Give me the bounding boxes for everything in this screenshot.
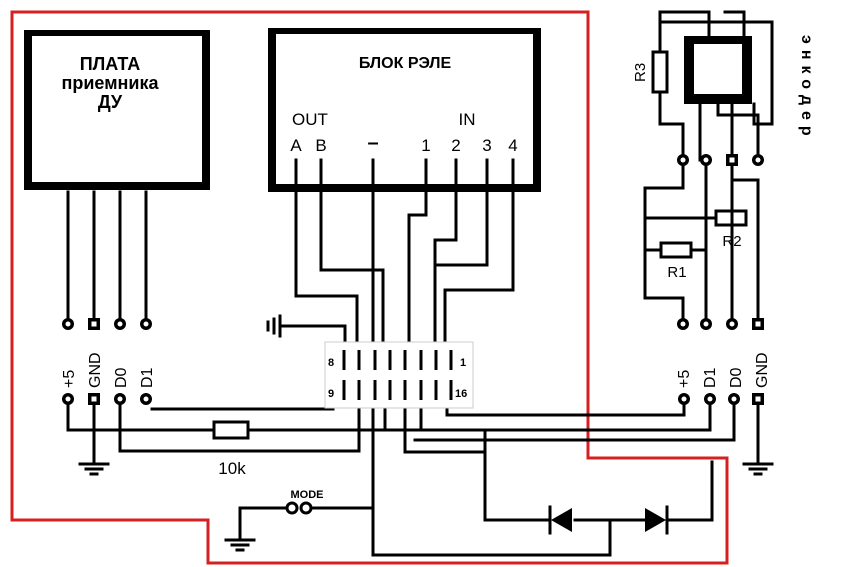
left-pin-d1: D1 bbox=[139, 367, 156, 388]
relay-pin-minus: – bbox=[367, 132, 378, 154]
encoder-label: энкодер bbox=[798, 35, 815, 142]
left-pin-gnd: GND bbox=[87, 352, 104, 388]
left-lower-pads bbox=[62, 393, 152, 405]
relay-block-title: БЛОК РЭЛЕ bbox=[359, 55, 452, 72]
mode-button: MODE bbox=[285, 489, 375, 515]
left-pin-labels: +5 GND D0 D1 bbox=[61, 352, 156, 388]
resistor-r1 bbox=[659, 241, 693, 259]
red-outline bbox=[10, 10, 729, 565]
connector-16pin: 8 1 9 16 bbox=[324, 341, 474, 409]
left-pin-d0: D0 bbox=[113, 367, 130, 388]
ground-top bbox=[266, 314, 347, 348]
ground-left bbox=[78, 462, 110, 476]
relay-pin-4: 4 bbox=[508, 136, 517, 155]
connector-pin-8: 8 bbox=[328, 357, 334, 369]
remote-board-pads bbox=[62, 318, 152, 330]
ground-right bbox=[742, 403, 774, 476]
connector-pin-9: 9 bbox=[328, 388, 334, 400]
remote-board-legs bbox=[66, 190, 148, 320]
right-d0-wire bbox=[413, 403, 736, 442]
relay-pin-2: 2 bbox=[451, 136, 460, 155]
resistor-r3 bbox=[651, 50, 669, 94]
relay-pin-b: B bbox=[315, 136, 326, 155]
remote-board-label-3: ДУ bbox=[98, 92, 123, 112]
remote-board-label-2: приемника bbox=[62, 73, 160, 93]
remote-board-label-1: ПЛАТА bbox=[80, 54, 141, 74]
diode-circuit bbox=[483, 428, 714, 557]
resistor-r3-label: R3 bbox=[632, 63, 649, 82]
right-pin-5v: +5 bbox=[676, 370, 693, 388]
resistor-10k: 10k bbox=[212, 420, 250, 478]
resistor-r1-label: R1 bbox=[667, 264, 686, 281]
right-pin-gnd: GND bbox=[754, 352, 771, 388]
remote-receiver-board: ПЛАТА приемника ДУ bbox=[24, 30, 210, 190]
relay-in-label: IN bbox=[459, 110, 476, 129]
resistor-10k-label: 10k bbox=[218, 459, 246, 478]
connector-pin-1: 1 bbox=[460, 357, 466, 369]
right-pin-labels: +5 D1 D0 GND bbox=[676, 352, 771, 388]
left-pin-5v: +5 bbox=[61, 370, 78, 388]
right-lower-pads bbox=[678, 393, 764, 405]
relay-pin-1: 1 bbox=[421, 136, 430, 155]
right-pin-d0: D0 bbox=[728, 367, 745, 388]
encoder: R3 R2 R1 энкодер bbox=[632, 10, 815, 330]
ground-mode bbox=[224, 506, 290, 552]
mode-label: MODE bbox=[291, 489, 324, 501]
relay-block: БЛОК РЭЛЕ OUT IN A B – 1 2 3 4 bbox=[268, 28, 541, 192]
connector-pin-16: 16 bbox=[455, 388, 467, 400]
relay-pin-a: A bbox=[290, 136, 302, 155]
relay-connector-wiring bbox=[294, 158, 712, 557]
relay-pin-3: 3 bbox=[482, 136, 491, 155]
right-pin-d1: D1 bbox=[702, 367, 719, 388]
relay-out-label: OUT bbox=[292, 110, 328, 129]
